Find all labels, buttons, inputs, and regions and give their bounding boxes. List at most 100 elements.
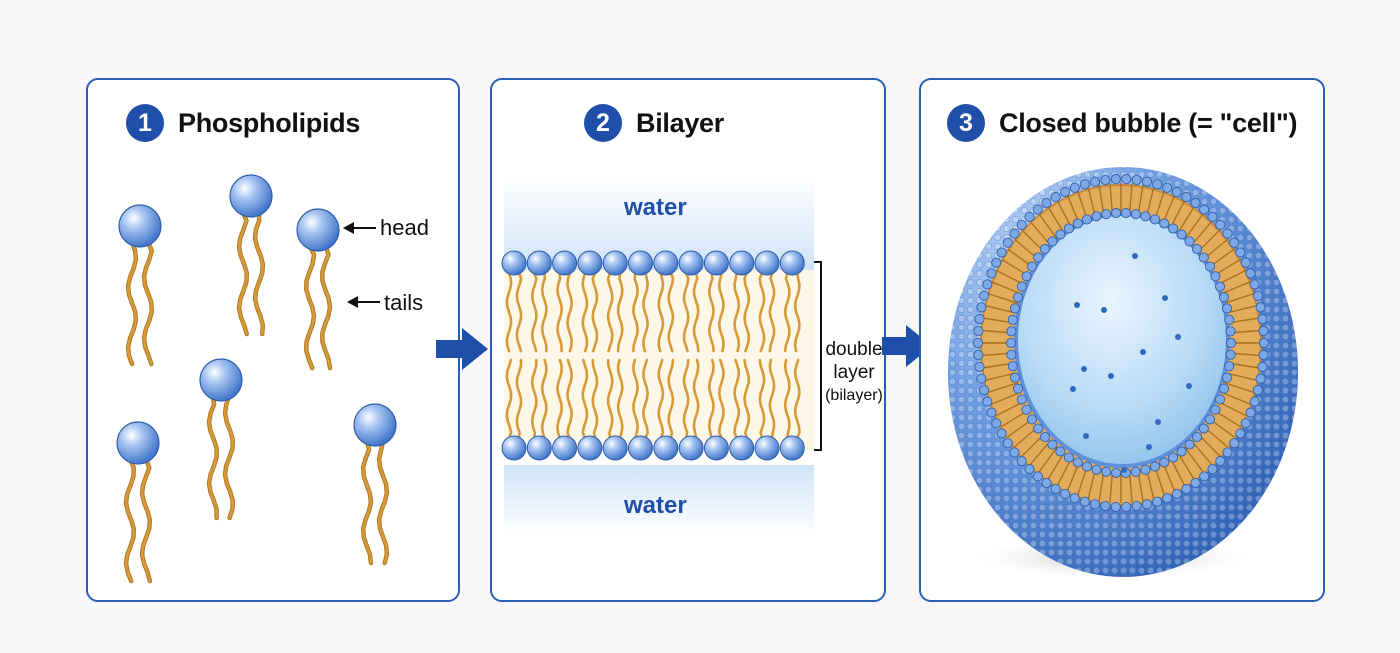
ring-head [1081, 461, 1093, 472]
bilayer-head-top [779, 250, 805, 276]
ring-head [1002, 237, 1013, 248]
ring-head [1033, 252, 1044, 263]
bilayer-head-bottom [678, 435, 704, 461]
ring-head [1229, 237, 1240, 248]
ring-head [1240, 418, 1251, 429]
ring-head [1055, 446, 1066, 457]
interior-particle [1140, 349, 1146, 355]
ring-head [991, 418, 1002, 429]
ring-head [1149, 214, 1161, 225]
ring-head [1255, 373, 1266, 384]
phospholipid-head [353, 403, 397, 447]
interior-particle [1101, 307, 1107, 313]
ring-head [1005, 337, 1017, 349]
arrow-right-icon [882, 325, 932, 367]
ring-head [972, 337, 984, 349]
ring-head [1110, 501, 1121, 512]
ring-head [1225, 349, 1236, 360]
bilayer-head-bottom [602, 435, 628, 461]
bilayer-head-bottom [501, 435, 527, 461]
bilayer-head-top [501, 250, 527, 276]
ring-head [1235, 247, 1246, 258]
bilayer-annotation-line-3: (bilayer) [825, 387, 883, 404]
ring-head [1258, 325, 1269, 337]
water-region-bottom [504, 465, 814, 535]
interior-particle [1083, 433, 1089, 439]
ring-head [1224, 314, 1235, 325]
ring-head [1162, 493, 1173, 504]
ring-head [973, 325, 984, 337]
ring-head [1218, 292, 1230, 303]
ring-head [979, 290, 990, 301]
bilayer-head-top [678, 250, 704, 276]
ring-head [1012, 383, 1024, 394]
interior-particle [1175, 334, 1181, 340]
ring-tail [1223, 292, 1255, 305]
ring-head [1060, 187, 1071, 198]
ring-head [1255, 302, 1266, 313]
bilayer-head-bottom [628, 435, 653, 461]
ring-tail [1047, 206, 1066, 235]
ring-head [1130, 209, 1141, 220]
step-3-badge: 3 [947, 104, 985, 142]
ring-head [1101, 466, 1112, 477]
ring-head [1207, 464, 1218, 475]
ring-tail [987, 292, 1019, 305]
ring-head [1039, 431, 1051, 443]
phospholipid-head [116, 421, 160, 465]
ring-tail [984, 372, 1017, 382]
bilayer-head-top [703, 250, 729, 276]
ring-head [1079, 179, 1090, 190]
closed-bubble-panel: 3 Closed bubble (= "cell") [919, 78, 1325, 602]
ring-tail [1223, 381, 1255, 394]
ring-head [1258, 349, 1269, 361]
phospholipid-molecule [118, 204, 162, 367]
phospholipid-molecule [229, 174, 273, 337]
ring-head [1191, 243, 1203, 255]
ring-head [996, 247, 1007, 258]
ring-head [1152, 179, 1163, 190]
bilayer-head-top [526, 250, 552, 276]
ring-head [1184, 439, 1195, 450]
ring-head [1009, 228, 1020, 239]
phospholipid-head [118, 204, 162, 248]
ring-head [1215, 219, 1226, 230]
ring-head [1168, 452, 1179, 463]
ring-head [1184, 236, 1195, 247]
panel-2-title: Bilayer [636, 107, 724, 138]
ring-head [1050, 192, 1061, 203]
ring-head [1221, 303, 1233, 314]
panel-1-header: 1 Phospholipids [126, 104, 360, 142]
ring-head [1032, 204, 1043, 215]
ring-head [1024, 211, 1035, 222]
ring-head [1009, 447, 1020, 458]
ring-tail [991, 391, 1022, 405]
bilayer-head-bottom [577, 435, 603, 461]
interior-particle [1074, 302, 1080, 308]
bilayer-lipid-pair [729, 250, 755, 461]
panel-1-title: Phospholipids [178, 107, 361, 138]
interior-particle [1081, 366, 1087, 372]
ring-head [1190, 197, 1201, 209]
ring-head [1221, 372, 1233, 383]
tails-label: tails [384, 290, 424, 315]
ring-head [1069, 182, 1080, 193]
phospholipids-illustration [116, 174, 397, 584]
tails-pointer-arrow [347, 296, 380, 308]
ring-head [1111, 208, 1122, 219]
ring-head [1176, 446, 1187, 457]
bilayer-lipid-pair [703, 250, 729, 461]
ring-head [1222, 447, 1233, 458]
phospholipid-head [229, 174, 273, 218]
arrow-right-icon [436, 328, 488, 370]
ring-head [1225, 337, 1237, 349]
ring-head [1039, 243, 1051, 255]
phospholipid-molecule [353, 403, 397, 566]
phospholipid-molecule [296, 208, 340, 371]
ring-head [1131, 174, 1142, 186]
ring-head [1140, 211, 1151, 222]
ring-tail [1220, 391, 1251, 405]
ring-head [1199, 204, 1210, 215]
ring-head [1210, 271, 1221, 282]
ring-head [1072, 218, 1083, 229]
